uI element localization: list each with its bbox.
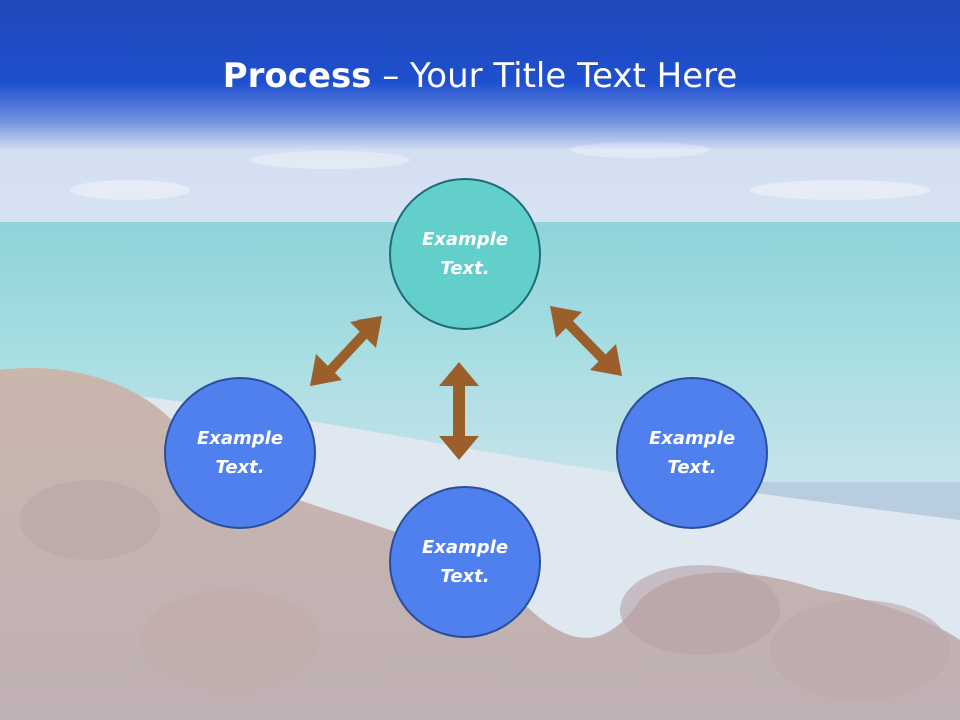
arrow-left-top — [310, 316, 382, 386]
arrow-center-vertical — [439, 362, 479, 460]
process-node-right: Example Text. — [616, 377, 768, 529]
title-rest: – Your Title Text Here — [371, 56, 738, 96]
title-bold: Process — [222, 56, 372, 96]
node-top-text: Example Text. — [421, 229, 509, 279]
node-right-text: Example Text. — [648, 428, 736, 478]
process-node-left: Example Text. — [164, 377, 316, 529]
node-left-text: Example Text. — [196, 428, 284, 478]
title-banner — [0, 0, 960, 150]
node-bottom-text: Example Text. — [421, 537, 509, 587]
process-node-top: Example Text. — [389, 178, 541, 330]
slide-title: Process – Your Title Text Here — [0, 52, 960, 100]
arrow-top-right — [550, 306, 622, 376]
process-node-bottom: Example Text. — [389, 486, 541, 638]
